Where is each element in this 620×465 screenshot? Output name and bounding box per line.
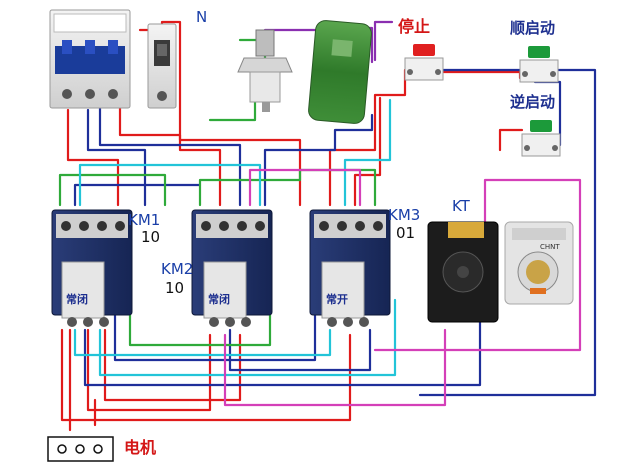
wire-cyan-3 [73,328,332,357]
km2-number: 10 [165,279,185,297]
wires [58,20,597,432]
wire-red-7 [498,128,524,152]
wire-blue-5 [418,68,597,397]
wire-cyan-4 [98,298,397,377]
wire-magenta-3 [223,328,447,407]
reverse-start-button[interactable] [521,120,561,157]
wire-green-5 [128,298,272,347]
thyristor-component [237,29,293,112]
wire-blue-7 [83,318,482,387]
wire-blue-8 [228,328,372,372]
reverse-start-label: 逆启动 [510,93,556,111]
wire-cyan-2 [343,98,392,207]
forward-start-button[interactable] [519,46,559,83]
motor-terminal-block [47,436,114,462]
wire-blue-4 [263,113,374,207]
resistor-component [308,20,372,124]
neutral-label: N [196,8,208,26]
km3-no-label: 常开 [326,293,348,306]
wire-magenta-1 [248,168,362,207]
wire-blue-3 [73,183,202,207]
wire-green-3 [208,93,257,122]
timer-brand-label: CHNT [540,243,560,251]
wire-red-4 [328,68,407,207]
km3-number: 01 [396,224,416,242]
wire-green-1 [58,173,167,207]
main-circuit-breaker [49,9,131,109]
forward-start-label: 顺启动 [510,19,556,37]
wire-purple-2 [373,20,394,62]
contactor-km1 [51,209,133,327]
contactor-km3 [309,209,391,327]
wire-cyan-1 [78,163,262,207]
km1-number: 10 [141,228,161,246]
wire-blue-2 [98,98,242,207]
km3-label: KM3 [388,206,421,224]
wire-red-9 [86,328,212,412]
wire-red-11 [60,328,352,422]
control-circuit-breaker [147,23,177,109]
timer-relay-base [427,221,499,323]
km2-nc-label: 常闭 [208,293,230,306]
wire-red-1 [66,108,120,207]
stop-button[interactable] [404,44,444,81]
wire-blue-9 [113,298,317,362]
km2-label: KM2 [161,260,194,278]
wire-green-2 [198,168,377,207]
km1-label: KM1 [128,211,161,229]
wire-red-10 [103,328,242,402]
timer-relay [504,221,574,305]
wire-red-2 [118,98,222,207]
wire-blue-1 [86,108,147,207]
wire-magenta-2 [373,178,582,352]
stop-label: 停止 [398,17,431,36]
km1-nc-label: 常闭 [66,293,88,306]
motor-label: 电机 [124,438,157,457]
kt-label: KT [452,197,470,215]
wire-red-5 [353,96,382,207]
contactor-km2 [191,209,273,327]
